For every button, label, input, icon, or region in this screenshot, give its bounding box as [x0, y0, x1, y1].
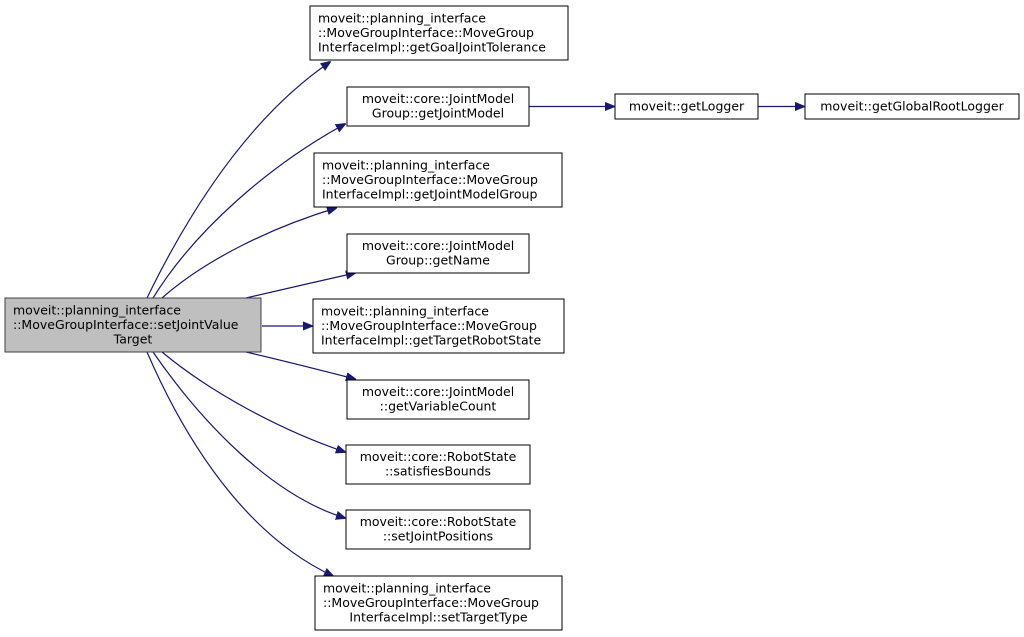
node-label-line: ::MoveGroupInterface::setJointValue — [13, 317, 239, 332]
edge-root-to-satisfiesBounds — [161, 351, 345, 452]
node-label-line: ::getVariableCount — [380, 399, 497, 414]
node-getGlobalRootLogger[interactable]: moveit::getGlobalRootLogger — [804, 93, 1020, 120]
node-setTargetType[interactable]: moveit::planning_interface::MoveGroupInt… — [314, 575, 563, 631]
node-label-line: moveit::planning_interface — [13, 302, 181, 317]
node-box — [804, 93, 1020, 120]
node-label-line: Group::getName — [386, 253, 490, 268]
node-getJointModel[interactable]: moveit::core::JointModelGroup::getJointM… — [346, 86, 530, 127]
node-getLogger[interactable]: moveit::getLogger — [614, 93, 759, 120]
node-box — [345, 444, 531, 485]
node-satisfiesBounds[interactable]: moveit::core::RobotState::satisfiesBound… — [345, 444, 531, 485]
node-label-line: ::MoveGroupInterface::MoveGroup — [322, 172, 538, 187]
node-box — [314, 575, 563, 631]
root-node[interactable]: moveit::planning_interface::MoveGroupInt… — [4, 297, 262, 353]
node-label-line: moveit::planning_interface — [322, 157, 490, 172]
node-label-line: moveit::planning_interface — [318, 10, 486, 25]
node-label-line: Group::getJointModel — [372, 106, 504, 121]
node-label-line: InterfaceImpl::getJointModelGroup — [322, 186, 537, 201]
node-box — [313, 152, 563, 208]
node-getName[interactable]: moveit::core::JointModelGroup::getName — [346, 233, 530, 274]
node-getVariableCount[interactable]: moveit::core::JointModel::getVariableCou… — [346, 379, 530, 420]
edges-layer — [146, 62, 804, 576]
node-getTargetRobotState[interactable]: moveit::planning_interface::MoveGroupInt… — [312, 298, 565, 354]
node-label-line: ::setJointPositions — [383, 529, 493, 544]
edge-root-to-setTargetType — [146, 351, 333, 576]
node-box — [4, 297, 262, 353]
node-box — [346, 233, 530, 274]
node-box — [346, 379, 530, 420]
node-label-line: ::MoveGroupInterface::MoveGroup — [318, 25, 534, 40]
node-getJointModelGroup[interactable]: moveit::planning_interface::MoveGroupInt… — [313, 152, 563, 208]
node-label-line: moveit::core::JointModel — [362, 91, 514, 106]
node-label-line: ::MoveGroupInterface::MoveGroup — [321, 318, 537, 333]
node-label-line: moveit::planning_interface — [321, 303, 489, 318]
edge-root-to-getGoalJointTolerance — [146, 62, 330, 299]
node-box — [346, 86, 530, 127]
edge-root-to-getVariableCount — [245, 351, 355, 379]
node-box — [345, 509, 531, 550]
node-label-line: InterfaceImpl::setTargetType — [349, 609, 527, 624]
node-label-line: moveit::planning_interface — [323, 580, 491, 595]
node-label-line: moveit::getGlobalRootLogger — [820, 98, 1004, 113]
node-label-line: moveit::core::RobotState — [360, 449, 517, 464]
node-box — [309, 5, 569, 61]
edge-root-to-setJointPositions — [152, 351, 345, 518]
node-label-line: Target — [113, 331, 153, 346]
node-label-line: moveit::getLogger — [629, 98, 745, 113]
node-getGoalJointTolerance[interactable]: moveit::planning_interface::MoveGroupInt… — [309, 5, 569, 61]
node-label-line: ::satisfiesBounds — [385, 464, 491, 479]
node-label-line: moveit::core::JointModel — [362, 238, 514, 253]
edge-root-to-getJointModel — [152, 124, 345, 299]
nodes-layer: moveit::planning_interface::MoveGroupInt… — [4, 5, 1020, 631]
node-setJointPositions[interactable]: moveit::core::RobotState::setJointPositi… — [345, 509, 531, 550]
node-label-line: moveit::core::RobotState — [360, 514, 517, 529]
node-label-line: moveit::core::JointModel — [362, 384, 514, 399]
edge-root-to-getName — [245, 273, 355, 299]
edge-root-to-getJointModelGroup — [161, 208, 336, 299]
node-label-line: ::MoveGroupInterface::MoveGroup — [323, 595, 539, 610]
node-box — [312, 298, 565, 354]
node-label-line: InterfaceImpl::getTargetRobotState — [321, 332, 542, 347]
node-box — [614, 93, 759, 120]
node-label-line: InterfaceImpl::getGoalJointTolerance — [318, 39, 546, 54]
